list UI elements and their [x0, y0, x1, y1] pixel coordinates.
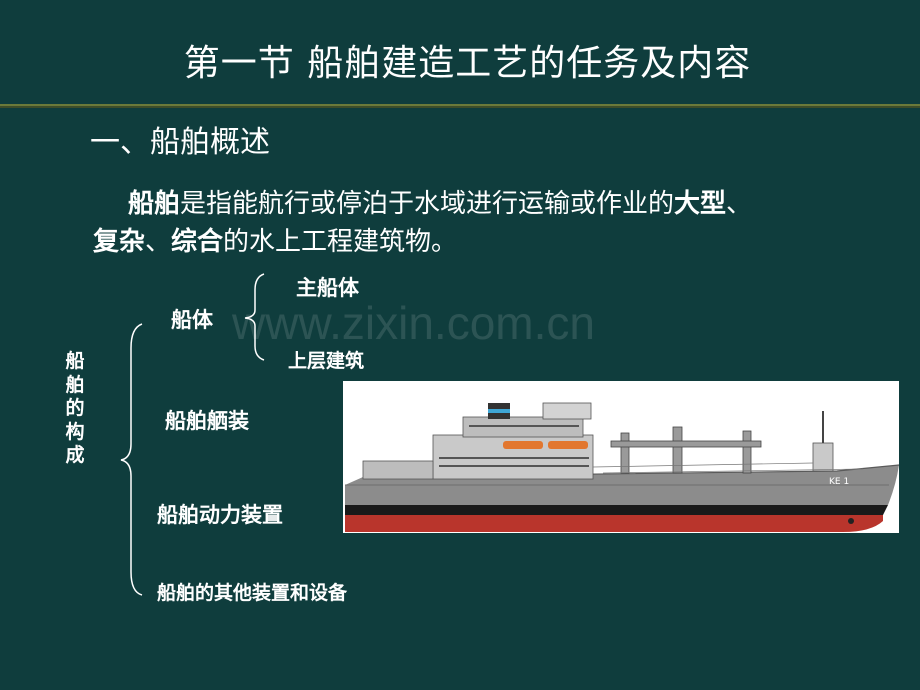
power-plant-label: 船舶动力装置: [157, 503, 283, 527]
section-heading: 一、船舶概述: [90, 125, 270, 160]
main-hull-label: 主船体: [296, 276, 359, 300]
title-divider: [0, 104, 920, 108]
ship-illustration: KE 1: [343, 381, 900, 533]
slide-title: 第一节 船舶建造工艺的任务及内容: [183, 43, 752, 84]
hull-marking: KE 1: [829, 477, 849, 487]
hull-label: 船体: [171, 308, 213, 332]
main-brace: [120, 323, 143, 596]
ship-drawing: KE 1: [345, 402, 900, 532]
term-complex: 复杂: [93, 227, 146, 257]
term-integrated: 综合: [171, 227, 224, 257]
separator-1: 、: [726, 189, 753, 219]
hull-brace: [244, 273, 265, 361]
separator-2: 、: [145, 227, 172, 257]
definition-text-1: 是指能航行或停泊于水域进行运输或作业的: [180, 189, 675, 219]
composition-label: 船舶的构成: [65, 350, 85, 466]
other-equipment-label: 船舶的其他装置和设备: [157, 582, 348, 604]
definition-text-2: 的水上工程建筑物。: [223, 227, 458, 257]
outfitting-label: 船舶舾装: [165, 409, 249, 433]
watermark: www.zixin.com.cn: [232, 297, 595, 349]
term-ship: 船舶: [128, 189, 181, 219]
term-large: 大型: [674, 189, 727, 219]
superstructure-label: 上层建筑: [288, 350, 365, 372]
definition-paragraph: 船舶是指能航行或停泊于水域进行运输或作业的大型、复杂、综合的水上工程建筑物。: [93, 185, 883, 261]
